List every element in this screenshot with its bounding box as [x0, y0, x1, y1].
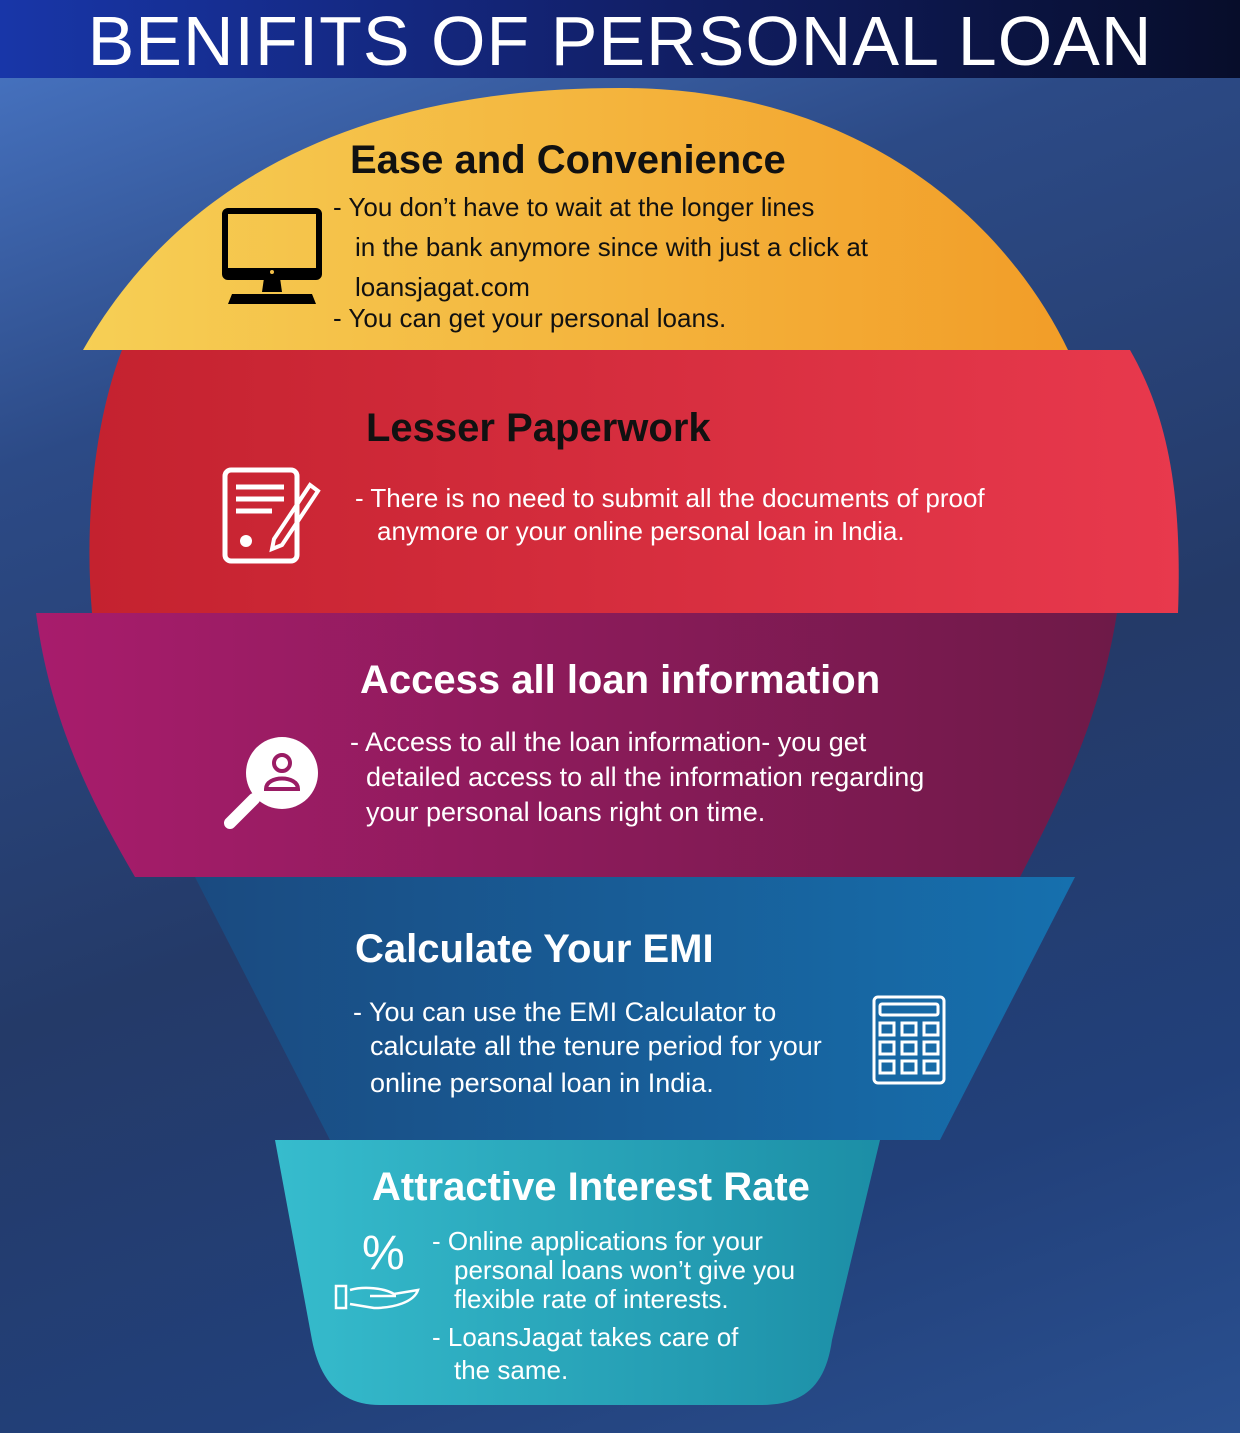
- band-emi: [195, 877, 1075, 1140]
- computer-icon: [222, 208, 322, 304]
- section-text: flexible rate of interests.: [454, 1284, 729, 1314]
- section-text: loansjagat.com: [355, 272, 530, 302]
- band-access: [36, 613, 1117, 877]
- section-text: calculate all the tenure period for your: [370, 1031, 822, 1061]
- section-text: personal loans won’t give you: [454, 1255, 796, 1285]
- page-title: BENIFITS OF PERSONAL LOAN: [0, 0, 1240, 80]
- section-text: - Online applications for your: [432, 1226, 763, 1256]
- band-paperwork: [89, 350, 1179, 613]
- section-heading: Lesser Paperwork: [366, 406, 711, 450]
- section-heading: Calculate Your EMI: [355, 927, 714, 971]
- section-text: your personal loans right on time.: [366, 797, 766, 827]
- section-text: detailed access to all the information r…: [366, 762, 925, 792]
- section-text: - You can get your personal loans.: [333, 303, 727, 333]
- document-edit-icon: [222, 467, 321, 564]
- band-interest: [275, 1140, 880, 1405]
- section-text: anymore or your online personal loan in …: [377, 516, 905, 546]
- band-ease: [83, 88, 1068, 350]
- section-heading: Access all loan information: [360, 658, 881, 702]
- section-text: online personal loan in India.: [370, 1068, 714, 1098]
- section-text: - LoansJagat takes care of: [432, 1322, 739, 1352]
- section-text: - You can use the EMI Calculator to: [353, 997, 777, 1027]
- hand-icon: [334, 1284, 420, 1310]
- section-text: - You don’t have to wait at the longer l…: [333, 192, 815, 222]
- calculator-icon: [872, 995, 946, 1085]
- section-text: the same.: [454, 1355, 569, 1385]
- section-heading: Attractive Interest Rate: [372, 1165, 810, 1209]
- section-text: in the bank anymore since with just a cl…: [355, 232, 869, 262]
- user-search-icon: [224, 737, 318, 829]
- percent-icon: %: [362, 1227, 405, 1280]
- section-text: - There is no need to submit all the doc…: [355, 483, 985, 513]
- section-text: - Access to all the loan information- yo…: [350, 727, 867, 757]
- section-heading: Ease and Convenience: [350, 138, 786, 182]
